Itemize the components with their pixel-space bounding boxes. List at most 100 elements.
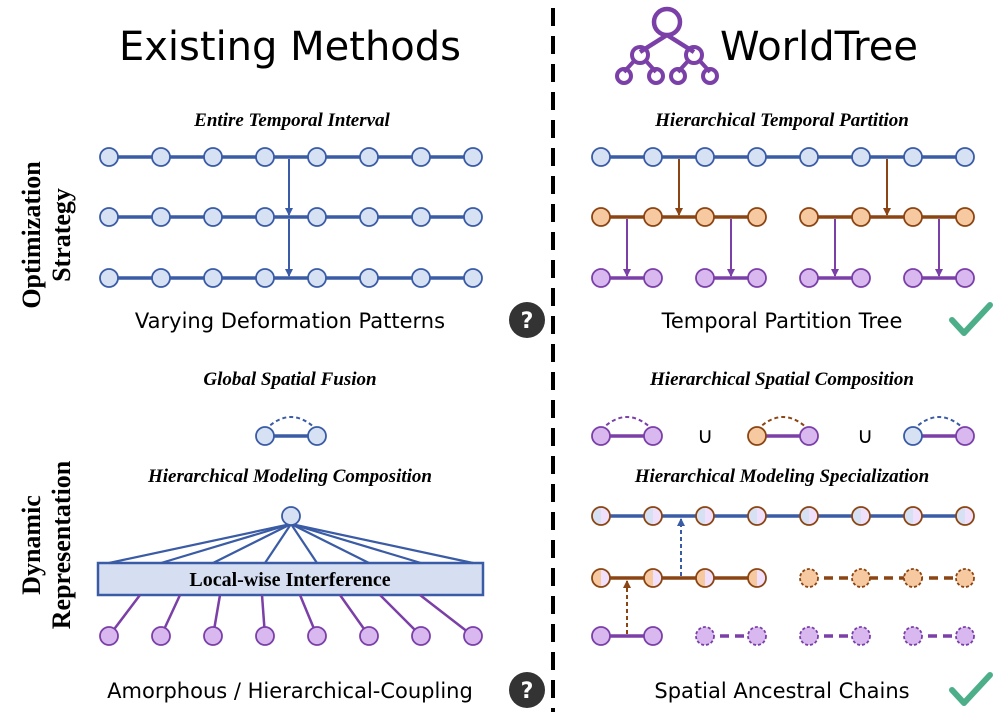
left-opt-row2-node	[463, 207, 483, 227]
right-opt-mid-a-node	[591, 207, 611, 227]
left-opt-row3-node	[411, 268, 431, 288]
right-rep-caption: Spatial Ancestral Chains	[654, 679, 909, 703]
left-fan-leaf-node	[151, 626, 171, 646]
right-opt-root-node	[955, 147, 975, 167]
right-opt-leaf-node	[591, 268, 611, 288]
node-half	[852, 507, 861, 525]
right-opt-mid-b-node	[955, 207, 975, 227]
right-spec-leaf-dashed-node	[799, 626, 819, 646]
row-label-representation: DynamicRepresentation	[17, 460, 76, 629]
right-opt-leaf-node	[799, 268, 819, 288]
node-half	[748, 507, 757, 525]
node-half	[592, 507, 601, 525]
node-half	[748, 569, 757, 587]
node-half	[705, 507, 714, 525]
left-spatial-arc	[264, 416, 318, 431]
right-title: WorldTree	[720, 24, 918, 70]
right-opt-leaf-node	[695, 268, 715, 288]
right-spec-leaf-node	[643, 626, 663, 646]
left-opt-row2-node	[307, 207, 327, 227]
logo-part	[622, 59, 712, 74]
right-spec-mid-dashed-node	[799, 568, 819, 588]
left-opt-row1-node	[463, 147, 483, 167]
question-circle-icon: ?	[509, 672, 545, 708]
left-spatial-node	[307, 426, 327, 446]
left-fan-edge	[290, 523, 318, 564]
left-fan-edge	[212, 523, 292, 564]
left-fan-bottom-edge	[419, 594, 474, 637]
node	[955, 506, 975, 526]
node-half	[757, 569, 766, 587]
right-opt-subtitle: Hierarchical Temporal Partition	[654, 110, 909, 131]
right-spatial-pair-b-node	[747, 426, 767, 446]
interference-box	[96, 561, 485, 597]
node-half	[601, 507, 610, 525]
left-opt-row3-node	[203, 268, 223, 288]
node-half	[705, 569, 714, 587]
left-opt-row1-node	[359, 147, 379, 167]
left-spatial-node	[255, 426, 275, 446]
left-spatial-subtitle: Global Spatial Fusion	[203, 369, 376, 390]
node-half	[861, 507, 870, 525]
node	[747, 506, 767, 526]
node-half	[644, 507, 653, 525]
left-fan-leaf-node	[255, 626, 275, 646]
left-model-subtitle: Hierarchical Modeling Composition	[147, 466, 432, 487]
node	[903, 506, 923, 526]
right-spec-mid-dashed-node	[903, 568, 923, 588]
left-opt-row3-node	[307, 268, 327, 288]
node	[747, 568, 767, 588]
left-fan-leaf-node	[411, 626, 431, 646]
right-spec-leaf-dashed-node	[695, 626, 715, 646]
node-half	[601, 569, 610, 587]
left-opt-row1-node	[255, 147, 275, 167]
union-symbol: ∪	[857, 424, 873, 449]
right-opt-mid-a-node	[643, 207, 663, 227]
left-fan-leaf-node	[463, 626, 483, 646]
left-opt-row3-node	[359, 268, 379, 288]
left-opt-row2-node	[255, 207, 275, 227]
tree-logo-icon	[615, 6, 719, 85]
left-opt-row3-node	[255, 268, 275, 288]
right-spec-leaf-dashed-node	[851, 626, 871, 646]
left-opt-row2-node	[203, 207, 223, 227]
left-rep-caption: Amorphous / Hierarchical-Coupling	[107, 679, 473, 703]
node-half	[809, 507, 818, 525]
node-half	[653, 507, 662, 525]
left-opt-row3-node	[99, 268, 119, 288]
left-opt-row1-node	[151, 147, 171, 167]
right-opt-mid-b-node	[903, 207, 923, 227]
left-opt-row3-node	[151, 268, 171, 288]
left-opt-row1-node	[99, 147, 119, 167]
right-opt-mid-b-node	[799, 207, 819, 227]
node	[695, 568, 715, 588]
node	[695, 506, 715, 526]
question-circle-icon: ?	[509, 302, 545, 338]
right-spatial-pair-a-arc	[600, 416, 654, 431]
right-opt-root-node	[695, 147, 715, 167]
logo-part	[684, 45, 704, 65]
node	[591, 568, 611, 588]
node	[799, 506, 819, 526]
right-opt-root-node	[903, 147, 923, 167]
right-opt-root-node	[643, 147, 663, 167]
right-opt-root-node	[747, 147, 767, 167]
right-opt-mid-a-node	[747, 207, 767, 227]
right-opt-root-node	[799, 147, 819, 167]
right-model-subtitle: Hierarchical Modeling Specialization	[634, 466, 930, 487]
right-spatial-pair-c-arc	[912, 416, 966, 431]
row-label-optimization: OptimizationStrategy	[17, 161, 76, 309]
left-fan-edge	[290, 522, 422, 565]
right-spec-mid-dashed-node	[955, 568, 975, 588]
node	[851, 506, 871, 526]
left-fan-edge	[290, 522, 474, 565]
right-opt-leaf-node	[643, 268, 663, 288]
logo-part	[669, 67, 687, 85]
right-spec-leaf-dashed-node	[903, 626, 923, 646]
node-half	[644, 569, 653, 587]
node-half	[800, 507, 809, 525]
right-opt-leaf-node	[955, 268, 975, 288]
interference-box-label: Local-wise Interference	[189, 569, 390, 591]
check-icon	[949, 302, 993, 336]
